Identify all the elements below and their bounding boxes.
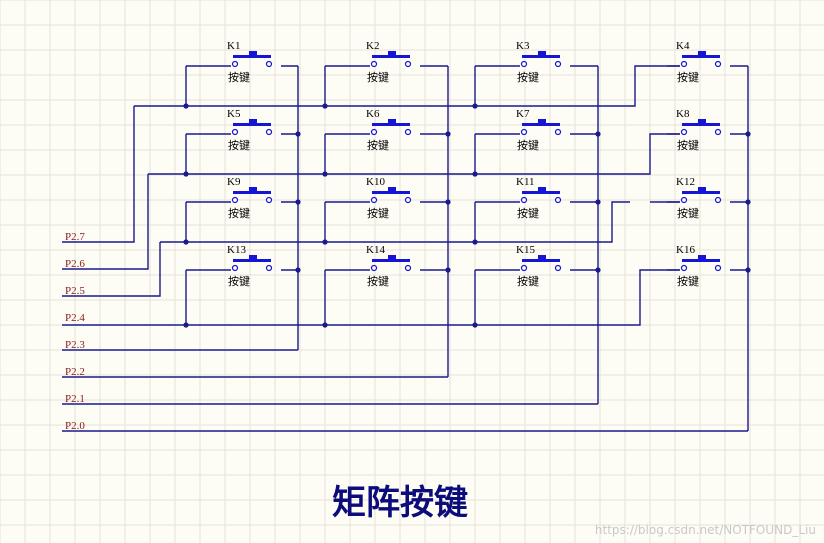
key-ref-label: K11	[516, 176, 535, 188]
junction-dot	[472, 239, 478, 245]
key-type-label: 按键	[517, 206, 539, 220]
key-switch: K15 按键	[516, 244, 562, 288]
junction-dot	[322, 171, 328, 177]
key-type-label: 按键	[517, 138, 539, 152]
junction-dot	[322, 103, 328, 109]
key-ref-label: K8	[676, 108, 690, 120]
key-type-label: 按键	[517, 70, 539, 84]
port-label: P2.6	[65, 258, 85, 270]
port-label: P2.5	[65, 285, 85, 297]
key-switch: K13 按键	[227, 244, 273, 288]
key-ref-label: K16	[676, 244, 695, 256]
key-switch: K14 按键	[366, 244, 412, 288]
junction-dot	[295, 131, 301, 137]
key-ref-label: K7	[516, 108, 530, 120]
watermark: https://blog.csdn.net/NOTFOUND_Liu	[594, 523, 816, 537]
key-type-label: 按键	[228, 206, 250, 220]
diagram-title: 矩阵按键	[332, 483, 468, 523]
key-type-label: 按键	[367, 138, 389, 152]
key-type-label: 按键	[677, 274, 699, 288]
junction-dot	[472, 103, 478, 109]
junction-dot	[183, 103, 189, 109]
key-ref-label: K15	[516, 244, 535, 256]
key-ref-label: K6	[366, 108, 380, 120]
junction-dot	[295, 199, 301, 205]
port-label: P2.3	[65, 339, 85, 351]
key-switches: K1 按键 K2 按键 K3 按键 K4 按键 K5 按键 K6 按键 K7 按键 K8 按键 K9 按键 K10 按…	[227, 40, 722, 288]
key-ref-label: K10	[366, 176, 385, 188]
key-ref-label: K9	[227, 176, 241, 188]
key-switch: K16 按键	[676, 244, 722, 288]
key-switch: K3 按键	[516, 40, 562, 84]
key-switch: K10 按键	[366, 176, 412, 220]
key-switch: K2 按键	[366, 40, 412, 84]
junction-dot	[295, 267, 301, 273]
key-ref-label: K1	[227, 40, 240, 52]
key-ref-label: K14	[366, 244, 385, 256]
key-type-label: 按键	[517, 274, 539, 288]
junction-dot	[322, 239, 328, 245]
port-label: P2.1	[65, 393, 85, 405]
key-ref-label: K3	[516, 40, 530, 52]
junction-dot	[745, 199, 751, 205]
key-type-label: 按键	[228, 274, 250, 288]
key-type-label: 按键	[367, 274, 389, 288]
port-label: P2.7	[65, 231, 85, 243]
junction-dot	[183, 322, 189, 328]
key-switch: K5 按键	[227, 108, 273, 152]
key-type-label: 按键	[677, 206, 699, 220]
junction-dot	[595, 267, 601, 273]
junction-dot	[472, 171, 478, 177]
port-label: P2.2	[65, 366, 85, 378]
port-labels: P2.7P2.6P2.5P2.4P2.3P2.2P2.1P2.0	[65, 231, 85, 432]
junction-dot	[322, 322, 328, 328]
key-type-label: 按键	[677, 138, 699, 152]
key-switch: K7 按键	[516, 108, 562, 152]
key-ref-label: K12	[676, 176, 695, 188]
key-ref-label: K2	[366, 40, 379, 52]
key-type-label: 按键	[367, 206, 389, 220]
port-label: P2.4	[65, 312, 85, 324]
junction-dot	[183, 171, 189, 177]
wiring	[62, 65, 751, 432]
junction-dot	[745, 131, 751, 137]
key-switch: K8 按键	[676, 108, 722, 152]
key-switch: K1 按键	[227, 40, 273, 84]
junction-dot	[472, 322, 478, 328]
port-label: P2.0	[65, 420, 85, 432]
junction-dot	[445, 131, 451, 137]
key-ref-label: K13	[227, 244, 246, 256]
junction-dot	[595, 199, 601, 205]
junction-dot	[445, 267, 451, 273]
key-type-label: 按键	[367, 70, 389, 84]
key-switch: K9 按键	[227, 176, 273, 220]
key-ref-label: K5	[227, 108, 241, 120]
junction-dot	[445, 199, 451, 205]
key-ref-label: K4	[676, 40, 690, 52]
key-switch: K6 按键	[366, 108, 412, 152]
key-switch: K11 按键	[516, 176, 562, 220]
junction-dot	[595, 131, 601, 137]
junction-dot	[183, 239, 189, 245]
key-switch: K4 按键	[676, 40, 722, 84]
key-type-label: 按键	[677, 70, 699, 84]
key-type-label: 按键	[228, 70, 250, 84]
junction-dot	[745, 267, 751, 273]
key-type-label: 按键	[228, 138, 250, 152]
key-switch: K12 按键	[676, 176, 722, 220]
